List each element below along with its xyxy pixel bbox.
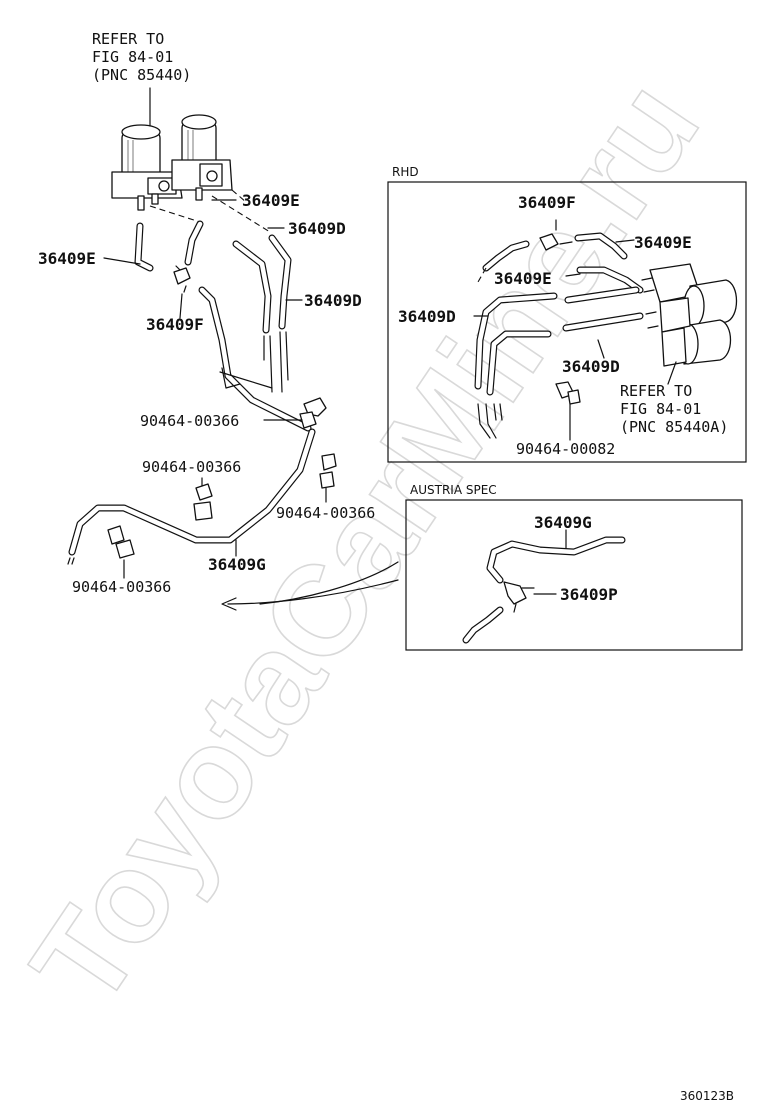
connection-dash-3	[231, 189, 247, 203]
rhd-label-36409d-left: 36409D	[398, 307, 456, 326]
label-36409g-main: 36409G	[208, 555, 266, 574]
clip-90464-00366-a	[299, 397, 327, 429]
rhd-box	[387, 181, 747, 463]
rhd-label-36409e-mid: 36409E	[494, 269, 552, 288]
austria-fitting-36409p	[503, 581, 535, 613]
connection-dash-2	[211, 195, 271, 233]
label-36409d-upper: 36409D	[288, 219, 346, 238]
fitting-36409f	[173, 265, 191, 293]
rhd-refer-line1: REFER TO	[620, 382, 692, 400]
label-36409e-upper: 36409E	[242, 191, 300, 210]
label-clip-2: 90464-00366	[142, 458, 241, 476]
vsv-valve-assembly	[111, 87, 233, 211]
label-clip-4: 90464-00366	[72, 578, 171, 596]
main-refer-line1: REFER TO	[92, 30, 164, 48]
rhd-fitting-36409f	[539, 233, 559, 251]
main-refer-line3: (PNC 85440)	[92, 66, 191, 84]
rhd-refer-line2: FIG 84-01	[620, 400, 701, 418]
rhd-refer-line3: (PNC 85440A)	[620, 418, 728, 436]
label-clip-3: 90464-00366	[276, 504, 375, 522]
hose-36409g-main	[68, 428, 316, 556]
rhd-label-36409e-right: 36409E	[634, 233, 692, 252]
austria-label-36409g: 36409G	[534, 513, 592, 532]
rhd-label-36409f: 36409F	[518, 193, 576, 212]
label-36409e-left: 36409E	[38, 249, 96, 268]
austria-arrow	[227, 579, 399, 605]
label-36409f-left: 36409F	[146, 315, 204, 334]
rhd-vsv-valve	[641, 263, 738, 385]
austria-box	[405, 499, 743, 651]
austria-title: AUSTRIA SPEC	[410, 483, 497, 497]
main-refer-line2: FIG 84-01	[92, 48, 173, 66]
label-clip-1: 90464-00366	[140, 412, 239, 430]
connection-dash-1	[149, 205, 201, 223]
hose-long	[198, 286, 312, 432]
rhd-clip-90464-00082	[555, 381, 581, 405]
clip-90464-00366-d	[107, 525, 135, 559]
figure-code: 360123B	[680, 1089, 734, 1103]
clip-90464-00366-b	[193, 483, 213, 521]
rhd-label-36409d-right: 36409D	[562, 357, 620, 376]
rhd-label-clip: 90464-00082	[516, 440, 615, 458]
rhd-title: RHD	[392, 165, 419, 179]
clip-90464-00366-c	[319, 453, 337, 489]
austria-label-36409p: 36409P	[560, 585, 618, 604]
label-36409d-mid: 36409D	[304, 291, 362, 310]
